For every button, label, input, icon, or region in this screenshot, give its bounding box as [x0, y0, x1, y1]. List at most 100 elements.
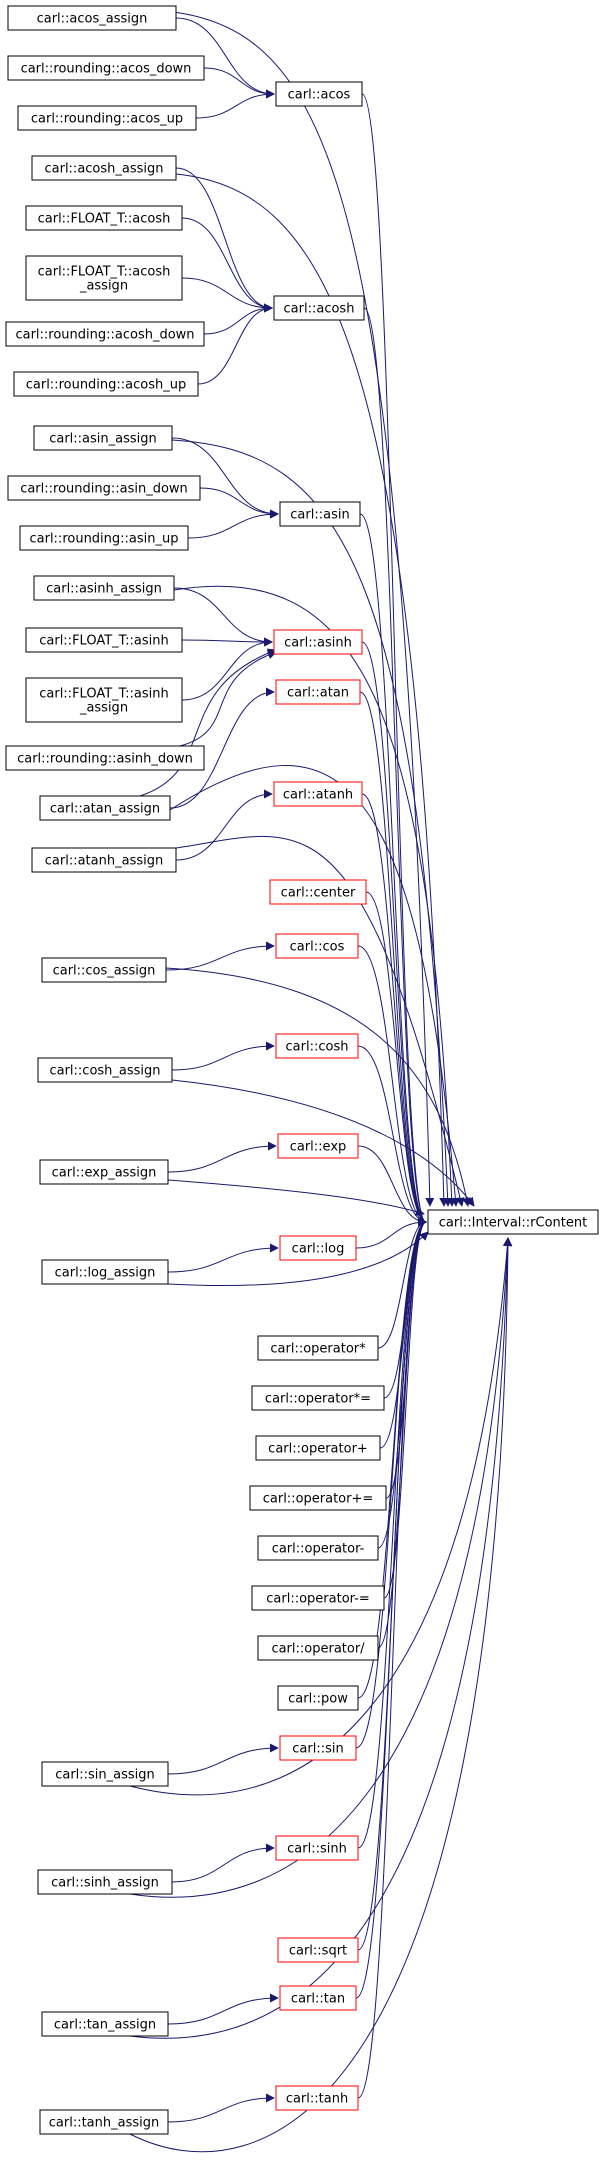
graph-node[interactable]: carl::FLOAT_T::acosh [25, 205, 183, 231]
graph-node[interactable]: carl::tan_assign [41, 2011, 169, 2037]
node-box [19, 525, 189, 551]
graph-node[interactable]: carl::asin [279, 501, 361, 527]
edge-n2-n3 [195, 89, 275, 119]
graph-node[interactable]: carl::FLOAT_T::asinh_assign [25, 677, 183, 723]
edge-n6-n9 [181, 277, 273, 313]
node-box [279, 1235, 357, 1261]
graph-node[interactable]: carl::asinh [273, 629, 363, 655]
edge-n19-n30 [359, 691, 427, 1227]
graph-node[interactable]: carl::acos [275, 81, 363, 107]
graph-node[interactable]: carl::tanh_assign [39, 2109, 169, 2135]
graph-node[interactable]: carl::rounding::acosh_up [13, 371, 199, 397]
node-label: carl::cos [290, 940, 345, 955]
edge-n24-n30 [357, 945, 427, 1227]
graph-node[interactable]: carl::rounding::acosh_down [5, 321, 205, 347]
node-label: carl::log [292, 1242, 345, 1257]
graph-node[interactable]: carl::log [279, 1235, 357, 1261]
node-label: carl::operator+= [263, 1492, 374, 1507]
graph-node[interactable]: carl::sqrt [277, 1937, 359, 1963]
graph-node[interactable]: carl::tanh [275, 2085, 359, 2111]
nodes: carl::acos_assigncarl::rounding::acos_do… [5, 5, 599, 2135]
edge-n28-n30 [357, 1145, 427, 1227]
graph-node[interactable]: carl::asinh_assign [33, 575, 175, 601]
graph-node[interactable]: carl::operator*= [251, 1385, 385, 1411]
node-box [33, 575, 175, 601]
edge-n15-n17 [181, 637, 273, 647]
node-box [41, 2011, 169, 2037]
graph-node[interactable]: carl::atan_assign [39, 795, 171, 821]
node-label: carl::sin [292, 1742, 343, 1757]
node-label: carl::tanh_assign [49, 2116, 160, 2131]
graph-node[interactable]: carl::log_assign [41, 1259, 169, 1285]
graph-node[interactable]: carl::FLOAT_T::asinh [25, 627, 183, 653]
graph-node[interactable]: carl::exp_assign [39, 1159, 169, 1185]
graph-node[interactable]: carl::rounding::asinh_down [5, 745, 205, 771]
node-label: carl::acos_assign [37, 12, 148, 27]
graph-node[interactable]: carl::rounding::asin_down [7, 475, 201, 501]
graph-node[interactable]: carl::acosh [273, 295, 365, 321]
node-box [275, 2085, 359, 2111]
edge-n21-n30 [361, 793, 427, 1227]
graph-node[interactable]: carl::tan [279, 1985, 357, 2011]
graph-node[interactable]: carl::exp [277, 1133, 359, 1159]
graph-node[interactable]: carl::rounding::asin_up [19, 525, 189, 551]
graph-node[interactable]: carl::atanh_assign [31, 847, 177, 873]
graph-node[interactable]: carl::FLOAT_T::acosh_assign [25, 255, 183, 301]
graph-node[interactable]: carl::rounding::acos_up [17, 105, 197, 131]
node-label: carl::tan [291, 1992, 345, 2007]
node-box [37, 1057, 173, 1083]
graph-node[interactable]: carl::operator-= [251, 1585, 385, 1611]
graph-node[interactable]: carl::operator* [257, 1335, 379, 1361]
edge-n32-n31 [167, 1243, 279, 1273]
graph-node[interactable]: carl::Interval::rContent [427, 1209, 599, 1235]
graph-node[interactable]: carl::acosh_assign [31, 155, 177, 181]
node-box [257, 1635, 379, 1661]
edge-n32-n30 [167, 1231, 429, 1287]
graph-node[interactable]: carl::cosh_assign [37, 1057, 173, 1083]
graph-node[interactable]: carl::operator- [257, 1535, 379, 1561]
graph-node[interactable]: carl::sinh_assign [37, 1869, 173, 1895]
graph-node[interactable]: carl::cos [275, 933, 359, 959]
graph-node[interactable]: carl::asin_assign [33, 425, 173, 451]
edge-n0-n3 [175, 17, 275, 99]
node-box [257, 1535, 379, 1561]
node-box [273, 629, 363, 655]
node-label: carl::operator* [270, 1342, 366, 1357]
graph-node[interactable]: carl::sin [279, 1735, 357, 1761]
edge-n42-n41 [167, 1743, 279, 1775]
edge-n46-n30 [355, 1217, 427, 1999]
graph-node[interactable]: carl::atanh [273, 781, 363, 807]
node-box [41, 1259, 169, 1285]
graph-node[interactable]: carl::cosh [275, 1033, 359, 1059]
graph-node[interactable]: carl::sin_assign [41, 1761, 169, 1787]
edge-n47-n30 [129, 1237, 513, 2039]
edge-n18-n17 [179, 650, 277, 747]
node-box [5, 321, 205, 347]
graph-node[interactable]: carl::sinh [275, 1835, 359, 1861]
graph-node[interactable]: carl::pow [277, 1685, 359, 1711]
edge-n20-n30 [169, 765, 460, 1207]
node-box [7, 55, 205, 81]
node-box [31, 847, 177, 873]
graph-node[interactable]: carl::cos_assign [41, 957, 167, 983]
node-box [41, 957, 167, 983]
node-label: _assign [79, 701, 128, 716]
edge-n4-n9 [175, 167, 273, 313]
node-box [13, 371, 199, 397]
node-label: carl::atanh [283, 788, 353, 803]
edge-n31-n30 [355, 1217, 427, 1249]
graph-node[interactable]: carl::acos_assign [7, 5, 177, 31]
graph-node[interactable]: carl::atan [275, 679, 361, 705]
graph-node[interactable]: carl::rounding::acos_down [7, 55, 205, 81]
node-box [7, 5, 177, 31]
graph-node[interactable]: carl::operator/ [257, 1635, 379, 1661]
edge-n44-n30 [129, 1237, 513, 1898]
node-box [33, 425, 173, 451]
node-label: carl::FLOAT_T::asinh [39, 634, 169, 649]
graph-node[interactable]: carl::center [269, 879, 367, 905]
node-label: carl::FLOAT_T::asinh [39, 687, 169, 702]
graph-node[interactable]: carl::operator+= [249, 1485, 387, 1511]
edge-n22-n30 [175, 835, 465, 1207]
edge-n4-n30 [175, 173, 449, 1207]
graph-node[interactable]: carl::operator+ [255, 1435, 381, 1461]
